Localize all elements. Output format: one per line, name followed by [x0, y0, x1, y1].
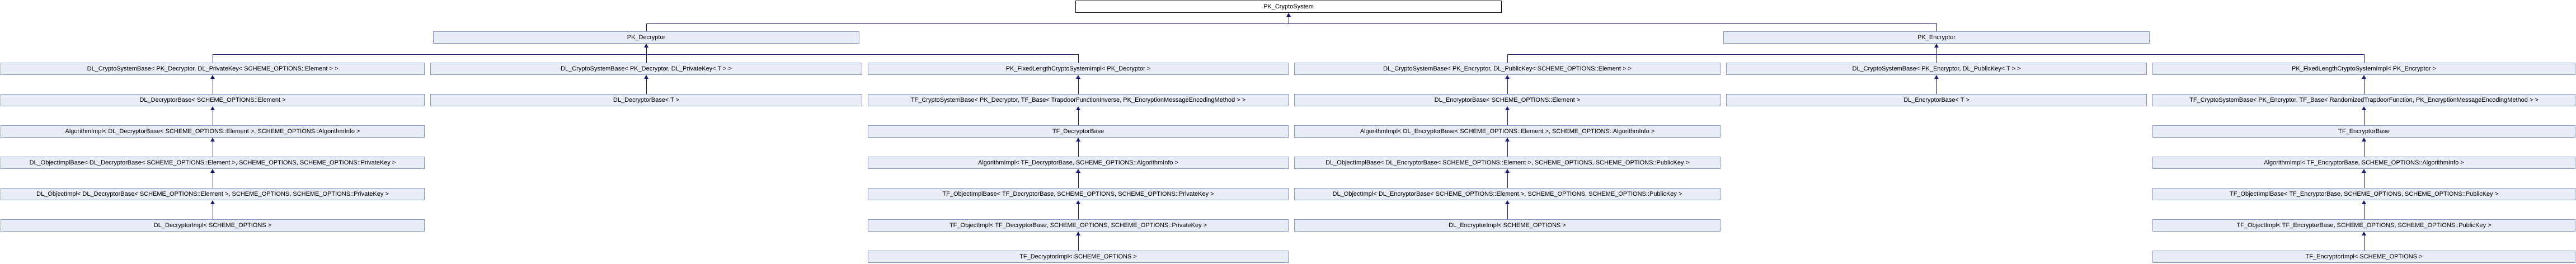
inheritance-arrow-icon	[1505, 138, 1510, 142]
edge-line	[1078, 173, 1079, 188]
inheritance-arrow-icon	[2362, 200, 2366, 204]
class-node-d8[interactable]: DL_EncryptorImpl< SCHEME_OPTIONS >	[1294, 219, 1721, 232]
edge-line	[1078, 110, 1079, 125]
class-node-e3[interactable]: DL_CryptoSystemBase< PK_Encryptor, DL_Pu…	[1726, 63, 2147, 75]
edge-line	[1078, 204, 1079, 219]
edge-line	[646, 23, 1936, 24]
class-node-c4[interactable]: TF_CryptoSystemBase< PK_Decryptor, TF_Ba…	[868, 94, 1289, 106]
edge-line	[2363, 173, 2365, 188]
edge-line	[1078, 54, 1079, 63]
edge-line	[2363, 110, 2365, 125]
inheritance-arrow-icon	[1505, 169, 1510, 173]
inheritance-arrow-icon	[1934, 44, 1939, 48]
edge-line	[1078, 235, 1079, 251]
edge-line	[1507, 204, 1508, 219]
class-node-a7[interactable]: DL_ObjectImpl< DL_DecryptorBase< SCHEME_…	[1, 188, 425, 200]
edge-line	[1507, 142, 1508, 157]
inheritance-arrow-icon	[1076, 106, 1080, 110]
inheritance-arrow-icon	[1505, 200, 1510, 204]
edge-line	[646, 48, 647, 54]
class-node-c3[interactable]: PK_FixedLengthCryptoSystemImpl< PK_Decry…	[868, 63, 1289, 75]
class-node-pk_cryptosystem: PK_CryptoSystem	[1075, 1, 1502, 13]
edge-line	[2363, 204, 2365, 219]
edge-line	[646, 54, 647, 63]
edge-line	[1936, 48, 1937, 54]
edge-line	[646, 23, 647, 31]
class-node-a8[interactable]: DL_DecryptorImpl< SCHEME_OPTIONS >	[1, 219, 425, 232]
edge-line	[2363, 235, 2365, 251]
class-node-f6[interactable]: AlgorithmImpl< TF_EncryptorBase, SCHEME_…	[2152, 157, 2575, 169]
class-node-c6[interactable]: AlgorithmImpl< TF_DecryptorBase, SCHEME_…	[868, 157, 1289, 169]
class-node-c8[interactable]: TF_ObjectImpl< TF_DecryptorBase, SCHEME_…	[868, 219, 1289, 232]
class-node-a5[interactable]: AlgorithmImpl< DL_DecryptorBase< SCHEME_…	[1, 125, 425, 138]
edge-line	[646, 79, 647, 94]
class-node-d5[interactable]: AlgorithmImpl< DL_EncryptorBase< SCHEME_…	[1294, 125, 1721, 138]
inheritance-arrow-icon	[1934, 75, 1939, 79]
inheritance-arrow-icon	[210, 169, 215, 173]
edge-line	[1936, 79, 1937, 94]
class-node-b3[interactable]: DL_CryptoSystemBase< PK_Decryptor, DL_Pr…	[430, 63, 862, 75]
inheritance-arrow-icon	[210, 106, 215, 110]
class-node-e4[interactable]: DL_EncryptorBase< T >	[1726, 94, 2147, 106]
class-node-f5[interactable]: TF_EncryptorBase	[2152, 125, 2575, 138]
inheritance-arrow-icon	[2362, 75, 2366, 79]
edge-line	[1507, 79, 1508, 94]
edge-line	[1507, 110, 1508, 125]
edge-line	[2363, 142, 2365, 157]
inheritance-arrow-icon	[1505, 106, 1510, 110]
inheritance-arrow-icon	[1076, 232, 1080, 235]
class-node-c7[interactable]: TF_ObjectImplBase< TF_DecryptorBase, SCH…	[868, 188, 1289, 200]
inheritance-arrow-icon	[1505, 75, 1510, 79]
inheritance-arrow-icon	[210, 138, 215, 142]
class-node-d4[interactable]: DL_EncryptorBase< SCHEME_OPTIONS::Elemen…	[1294, 94, 1721, 106]
class-node-a3[interactable]: DL_CryptoSystemBase< PK_Decryptor, DL_Pr…	[1, 63, 425, 75]
class-node-a6[interactable]: DL_ObjectImplBase< DL_DecryptorBase< SCH…	[1, 157, 425, 169]
inheritance-arrow-icon	[210, 200, 215, 204]
inheritance-arrow-icon	[1286, 13, 1291, 17]
edge-line	[1507, 54, 2364, 55]
class-node-c5[interactable]: TF_DecryptorBase	[868, 125, 1289, 138]
edge-line	[1507, 173, 1508, 188]
edge-line	[1078, 79, 1079, 94]
class-node-c9[interactable]: TF_DecryptorImpl< SCHEME_OPTIONS >	[868, 251, 1289, 263]
inheritance-arrow-icon	[2362, 106, 2366, 110]
edge-line	[213, 54, 1078, 55]
inheritance-arrow-icon	[1076, 200, 1080, 204]
class-node-f9[interactable]: TF_EncryptorImpl< SCHEME_OPTIONS >	[2152, 251, 2575, 263]
inheritance-arrow-icon	[2362, 138, 2366, 142]
inheritance-arrow-icon	[1076, 75, 1080, 79]
class-node-f7[interactable]: TF_ObjectImplBase< TF_EncryptorBase, SCH…	[2152, 188, 2575, 200]
inheritance-arrow-icon	[1076, 169, 1080, 173]
edge-line	[1936, 54, 1937, 63]
class-node-f3[interactable]: PK_FixedLengthCryptoSystemImpl< PK_Encry…	[2152, 63, 2575, 75]
class-node-d6[interactable]: DL_ObjectImplBase< DL_EncryptorBase< SCH…	[1294, 157, 1721, 169]
class-node-f4[interactable]: TF_CryptoSystemBase< PK_Encryptor, TF_Ba…	[2152, 94, 2575, 106]
class-node-pk_decryptor[interactable]: PK_Decryptor	[433, 31, 859, 44]
class-node-pk_encryptor[interactable]: PK_Encryptor	[1723, 31, 2150, 44]
inheritance-arrow-icon	[2362, 169, 2366, 173]
edge-line	[2363, 79, 2365, 94]
edge-line	[2363, 54, 2365, 63]
inheritance-arrow-icon	[210, 75, 215, 79]
inheritance-arrow-icon	[644, 44, 648, 48]
inheritance-arrow-icon	[2362, 232, 2366, 235]
class-node-d7[interactable]: DL_ObjectImpl< DL_EncryptorBase< SCHEME_…	[1294, 188, 1721, 200]
inheritance-arrow-icon	[644, 75, 648, 79]
class-node-a4[interactable]: DL_DecryptorBase< SCHEME_OPTIONS::Elemen…	[1, 94, 425, 106]
class-node-d3[interactable]: DL_CryptoSystemBase< PK_Encryptor, DL_Pu…	[1294, 63, 1721, 75]
edge-line	[1507, 54, 1508, 63]
inheritance-arrow-icon	[1076, 138, 1080, 142]
class-node-f8[interactable]: TF_ObjectImpl< TF_EncryptorBase, SCHEME_…	[2152, 219, 2575, 232]
edge-line	[1936, 23, 1937, 31]
class-node-b4[interactable]: DL_DecryptorBase< T >	[430, 94, 862, 106]
edge-line	[1078, 142, 1079, 157]
